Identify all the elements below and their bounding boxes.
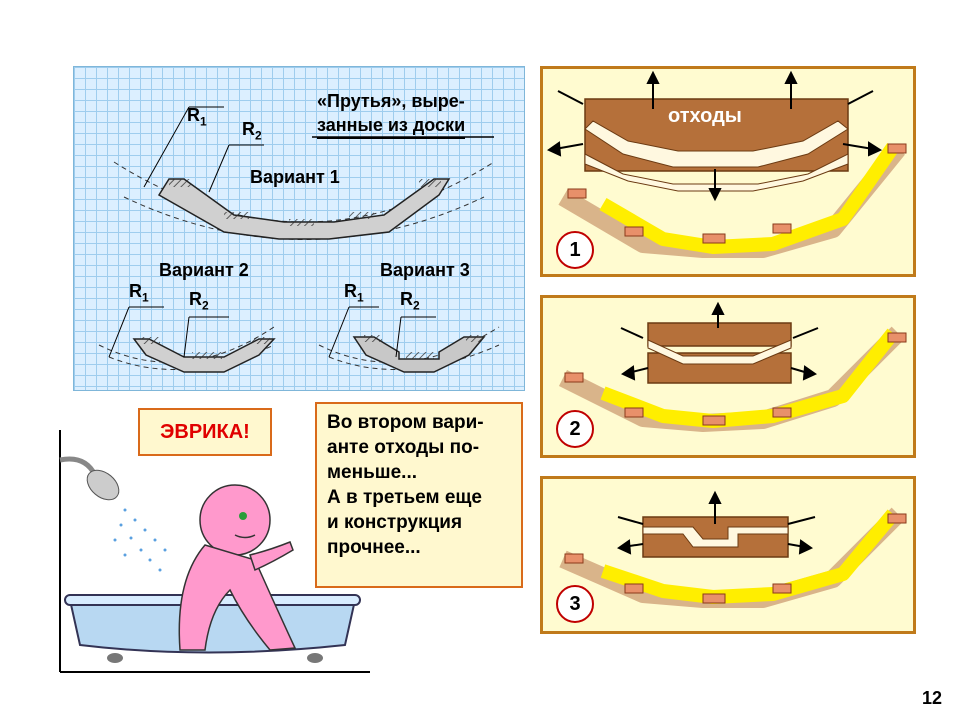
r1-label-v3: R1: [344, 281, 364, 305]
panel-number-3: 3: [556, 585, 594, 623]
waste-label: отходы: [668, 105, 742, 127]
caption-line1: «Прутья», выре-: [317, 91, 465, 111]
r2-label-v3: R2: [400, 289, 420, 313]
r2-label-v1: R2: [242, 119, 262, 143]
r1-label-v1: R1: [187, 105, 207, 129]
arrows-2: [620, 301, 819, 381]
variant1-label: Вариант 1: [250, 167, 340, 187]
eureka-bubble: ЭВРИКА!: [138, 408, 272, 456]
variant3-label: Вариант 3: [380, 260, 470, 280]
panel-variant-2: 2: [540, 295, 916, 458]
panel-variant-3: 3: [540, 476, 916, 634]
eureka-text: ЭВРИКА!: [160, 421, 250, 443]
arrows-1: [546, 70, 883, 202]
panel-variant-1: отходы 1: [540, 66, 916, 277]
variant-1-shape: [113, 106, 495, 240]
variant2-label: Вариант 2: [159, 260, 249, 280]
panel-1-drawing: [546, 70, 907, 258]
page-number: 12: [921, 688, 942, 708]
panel-2-drawing: [558, 301, 907, 432]
variants-drawing: [98, 106, 500, 373]
grid-panel: «Прутья», выре- занные из доски R1 R2 Ва…: [73, 66, 525, 391]
panel-number-1: 1: [556, 231, 594, 269]
caption-line2: занные из доски: [317, 115, 466, 139]
panel-number-2: 2: [556, 410, 594, 448]
arrows-3: [616, 490, 816, 555]
r1-label-v2: R1: [129, 281, 149, 305]
r2-label-v2: R2: [189, 289, 209, 313]
panel-3-drawing: [559, 490, 907, 608]
speech-bubble: Во втором вари- анте отходы по- меньше..…: [315, 402, 523, 588]
variant-3-shape: [318, 306, 500, 373]
shower-head-icon: [86, 469, 120, 501]
bath-scene: [59, 430, 370, 673]
speech-text: Во втором вари- анте отходы по- меньше..…: [327, 412, 484, 558]
variant-2-shape: [98, 306, 276, 373]
person-figure: [178, 484, 297, 651]
